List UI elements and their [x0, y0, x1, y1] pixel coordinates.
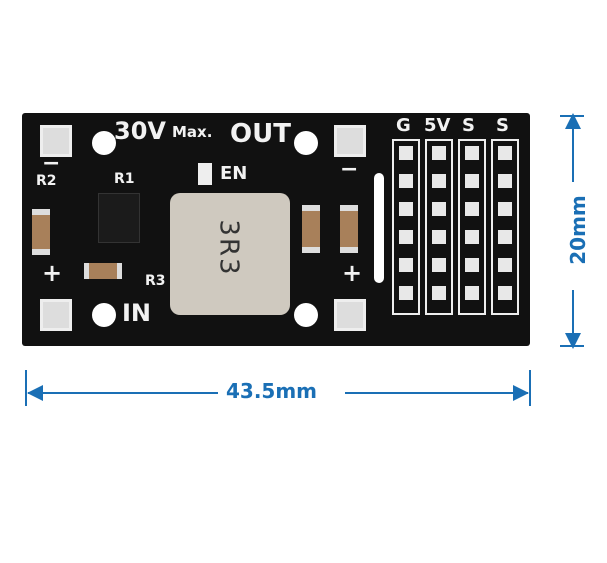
header-pin: [498, 230, 512, 244]
inductor-marking: 3R3: [213, 219, 244, 277]
pad-out-minus: [40, 125, 72, 157]
header-pin: [465, 202, 479, 216]
in-minus-label: −: [42, 151, 61, 176]
header-pin: [432, 202, 446, 216]
out-plus-label: +: [342, 259, 363, 287]
arrowhead-icon: [513, 385, 529, 401]
mounting-hole: [294, 303, 318, 327]
output-capacitor: [302, 205, 320, 253]
header-column: [392, 139, 420, 315]
width-arrow-line: [28, 392, 218, 394]
header-pin: [465, 146, 479, 160]
header-pin: [399, 174, 413, 188]
pad-in: [40, 299, 72, 331]
dimension-tick: [529, 370, 531, 406]
header-pin: [432, 146, 446, 160]
header-pin: [498, 286, 512, 300]
mounting-hole: [294, 131, 318, 155]
board-slot: [374, 173, 384, 283]
width-label: 43.5mm: [226, 379, 318, 403]
header-pin: [498, 174, 512, 188]
pad-out-plus: [334, 299, 366, 331]
header-pin: [399, 286, 413, 300]
header-column: [425, 139, 453, 315]
header-label-g: G: [396, 115, 411, 136]
header-pin: [465, 258, 479, 272]
max-label: Max.: [172, 123, 213, 141]
width-arrow-line: [345, 392, 528, 394]
input-capacitor: [32, 209, 50, 255]
voltage-label: 30V: [114, 117, 166, 145]
header-pin: [399, 202, 413, 216]
ic-chip: [98, 193, 140, 243]
header-label-s1: S: [462, 115, 475, 136]
header-column: [458, 139, 486, 315]
header-pin: [432, 286, 446, 300]
out-label: OUT: [230, 119, 291, 149]
in-label: IN: [122, 299, 152, 327]
header-pin: [432, 174, 446, 188]
mounting-hole: [92, 131, 116, 155]
header-pin: [432, 258, 446, 272]
inductor: 3R3: [170, 193, 290, 315]
header-pin: [498, 202, 512, 216]
header-label-s2: S: [496, 115, 509, 136]
header-pin: [498, 258, 512, 272]
header-pin: [465, 286, 479, 300]
height-arrow-line: [572, 290, 574, 344]
header-pin: [432, 230, 446, 244]
header-pin: [465, 174, 479, 188]
en-pad: [198, 163, 212, 185]
pcb-board: 30V Max. OUT IN EN R1 R2 R3 + + − − 3R3 …: [22, 113, 530, 346]
header-pin: [399, 258, 413, 272]
dimension-tick: [25, 370, 27, 406]
capacitor: [84, 263, 122, 279]
r2-label: R2: [36, 173, 57, 189]
height-label: 20mm: [565, 195, 590, 265]
arrowhead-icon: [565, 333, 581, 349]
header-pin: [465, 230, 479, 244]
header-pin: [498, 146, 512, 160]
r1-label: R1: [114, 171, 135, 187]
height-arrow-line: [572, 118, 574, 182]
header-column: [491, 139, 519, 315]
r3-label: R3: [145, 273, 166, 289]
en-label: EN: [220, 163, 248, 184]
pad-out-top: [334, 125, 366, 157]
header-label-5v: 5V: [424, 115, 451, 136]
header-pin: [399, 146, 413, 160]
header-pin: [399, 230, 413, 244]
mounting-hole: [92, 303, 116, 327]
arrowhead-icon: [27, 385, 43, 401]
output-capacitor: [340, 205, 358, 253]
in-plus-label: +: [42, 259, 63, 287]
out-minus-label: −: [340, 157, 359, 182]
arrowhead-icon: [565, 113, 581, 129]
